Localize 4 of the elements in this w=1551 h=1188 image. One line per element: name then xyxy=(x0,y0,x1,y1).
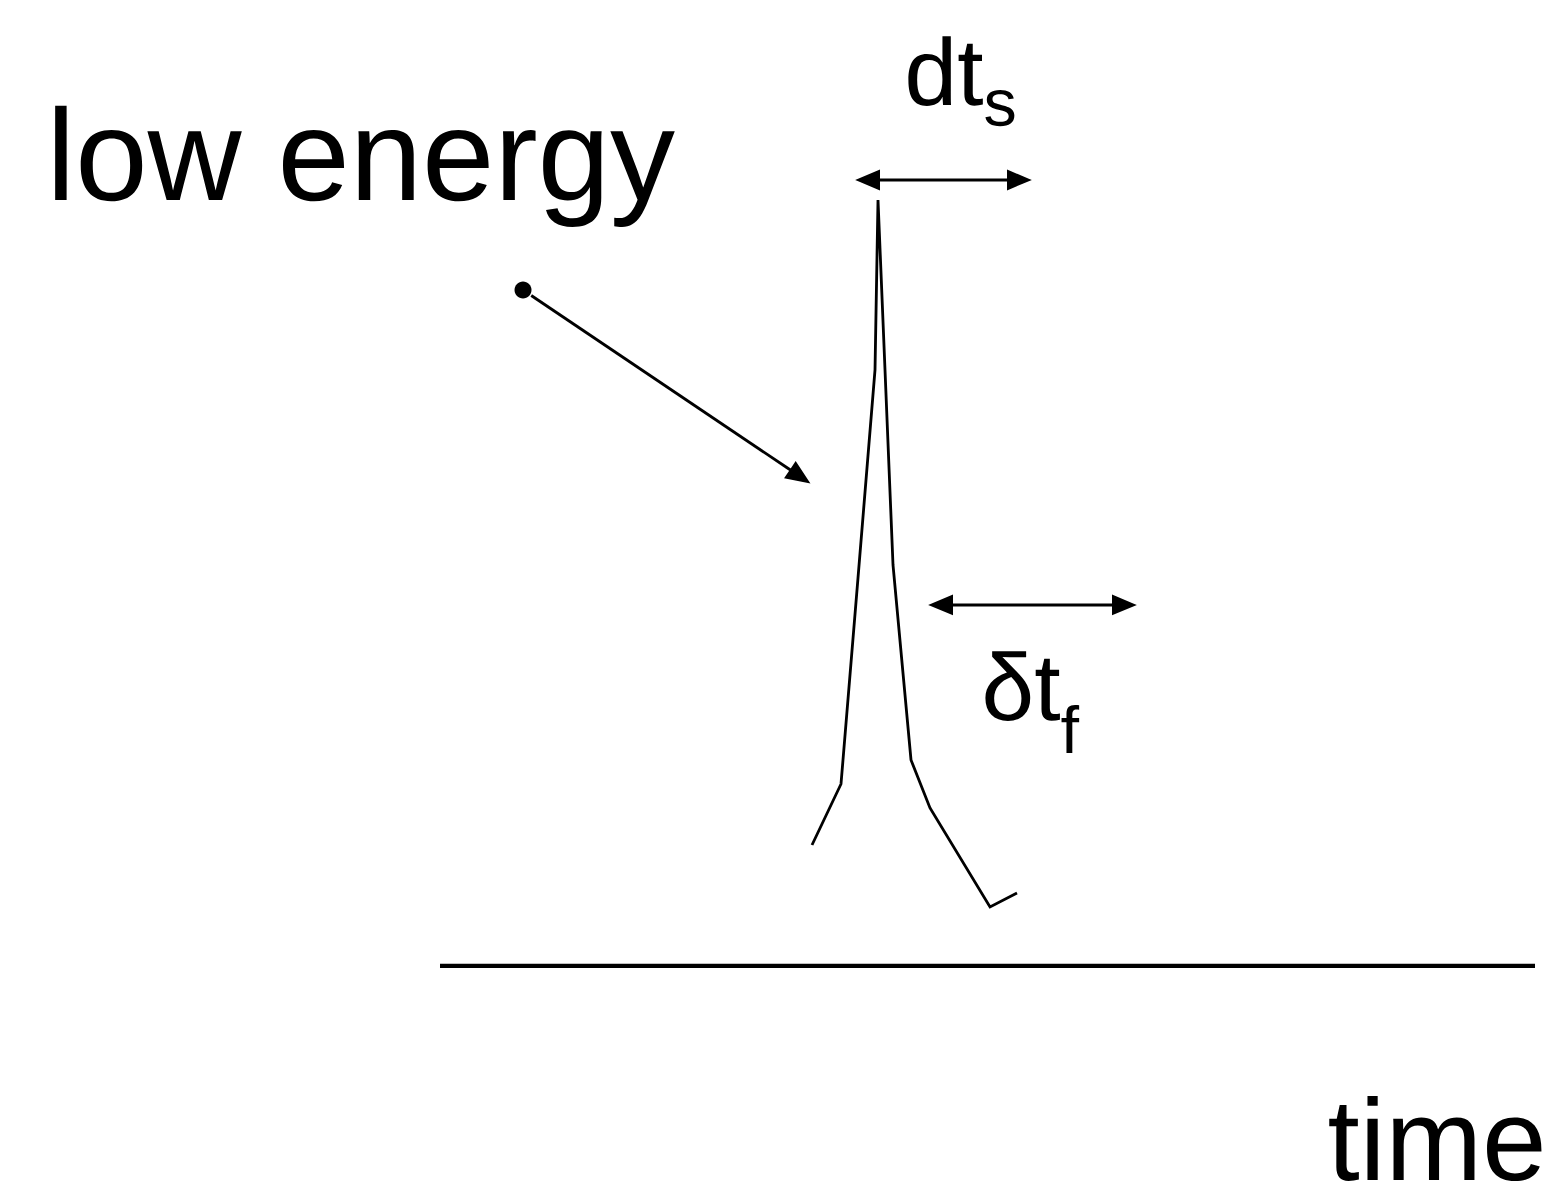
text-label: low energy xyxy=(55,105,675,227)
dot xyxy=(514,281,532,299)
axis-label: time xyxy=(1329,1095,1542,1182)
text-label: δt$_{f}$ xyxy=(985,651,1080,753)
